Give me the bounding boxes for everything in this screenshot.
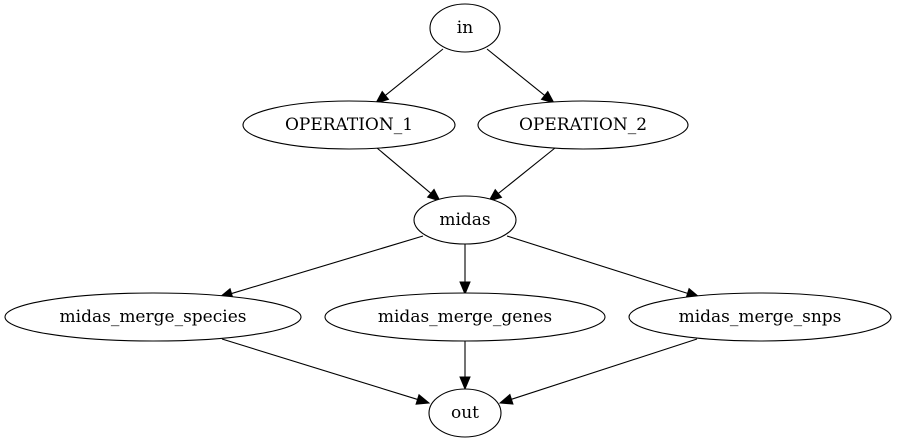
- edge-in-to-op2: [486, 48, 556, 104]
- node-midas-merge-species: midas_merge_species: [4, 292, 302, 342]
- edge-in-to-op1: [374, 48, 444, 104]
- arrowhead-icon: [540, 90, 556, 104]
- node-in: in: [429, 3, 501, 53]
- arrowhead-icon: [459, 281, 471, 296]
- edge-line: [506, 235, 688, 294]
- node-in-shape: [429, 3, 501, 53]
- node-out-label: out: [451, 403, 479, 423]
- edge-snps-to-out: [498, 338, 698, 405]
- node-out-shape: [428, 388, 502, 438]
- node-midas-merge-snps-shape: [628, 292, 892, 342]
- edge-genes-to-out: [459, 341, 471, 391]
- arrowhead-icon: [459, 376, 471, 391]
- node-operation-1-shape: [242, 100, 456, 150]
- node-operation-1-label: OPERATION_1: [285, 115, 413, 135]
- arrowhead-icon: [498, 393, 514, 405]
- edge-midas-to-snps: [506, 235, 701, 299]
- edge-midas-to-genes: [459, 244, 471, 296]
- edge-op1-to-midas: [376, 147, 441, 202]
- edge-line: [384, 48, 444, 96]
- edge-op2-to-midas: [487, 147, 556, 202]
- node-operation-2: OPERATION_2: [477, 100, 689, 150]
- node-midas-merge-snps-label: midas_merge_snps: [679, 307, 842, 327]
- edge-species-to-out: [221, 338, 431, 405]
- node-midas-merge-genes-shape: [324, 292, 606, 342]
- arrowhead-icon: [374, 90, 390, 104]
- edge-line: [376, 147, 432, 194]
- nodes-layer: in OPERATION_1 OPERATION_2 midas midas_m…: [4, 3, 892, 438]
- edge-line: [231, 235, 424, 295]
- node-operation-2-label: OPERATION_2: [519, 115, 647, 135]
- arrowhead-icon: [487, 188, 503, 202]
- node-midas-merge-genes-label: midas_merge_genes: [378, 307, 552, 327]
- edge-line: [221, 338, 418, 400]
- node-midas-merge-genes: midas_merge_genes: [324, 292, 606, 342]
- node-midas-merge-species-shape: [4, 292, 302, 342]
- node-midas-label: midas: [439, 210, 490, 230]
- arrowhead-icon: [426, 188, 441, 202]
- node-in-label: in: [457, 18, 473, 38]
- node-midas-merge-snps: midas_merge_snps: [628, 292, 892, 342]
- edge-line: [486, 48, 546, 96]
- edge-line: [498, 147, 556, 194]
- node-midas-merge-species-label: midas_merge_species: [60, 307, 247, 327]
- edge-midas-to-species: [218, 235, 424, 299]
- node-operation-2-shape: [477, 100, 689, 150]
- node-operation-1: OPERATION_1: [242, 100, 456, 150]
- node-out: out: [428, 388, 502, 438]
- arrowhead-icon: [415, 393, 431, 405]
- edge-line: [511, 338, 698, 400]
- node-midas-shape: [413, 195, 517, 245]
- node-midas: midas: [413, 195, 517, 245]
